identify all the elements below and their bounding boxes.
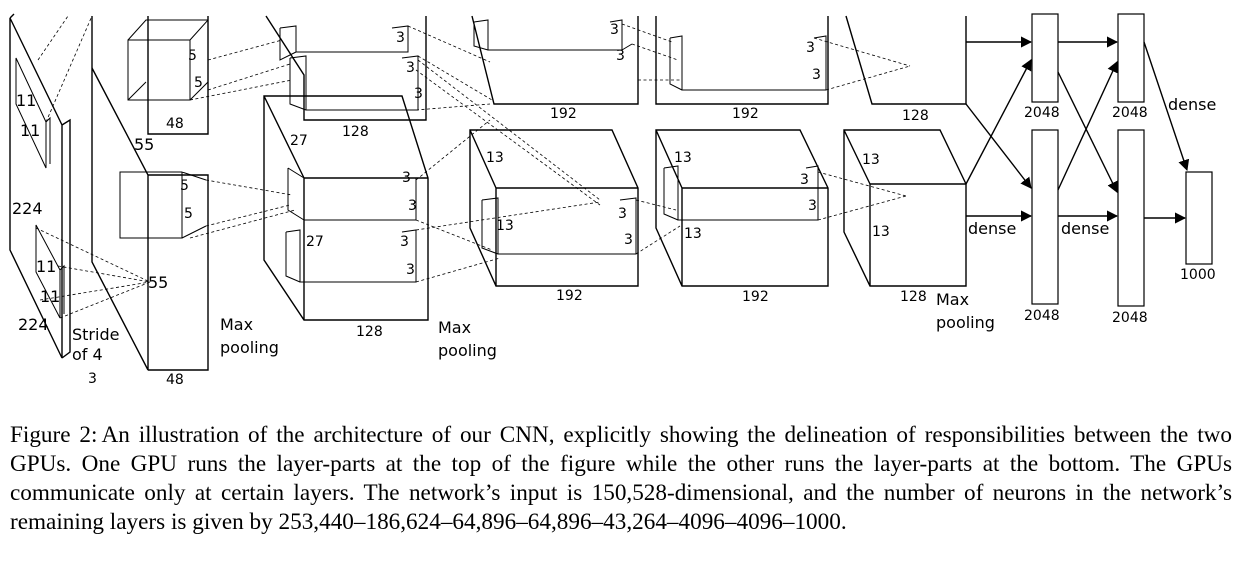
stride-label-line2: of 4 (72, 345, 103, 364)
conv3-dashed-connections (621, 23, 681, 255)
conv1-top-kernel-b: 5 (194, 75, 203, 91)
maxpool2-label-line1: Max (438, 318, 471, 337)
input-width-label: 224 (18, 315, 49, 334)
input-kernel-label-b: 11 (20, 121, 40, 140)
conv4-bottom-kernel-b: 3 (808, 198, 817, 214)
dense-label-a: dense (968, 219, 1016, 238)
conv2-size-label-b: 27 (306, 234, 324, 250)
maxpool3-label-line1: Max (936, 290, 969, 309)
conv1-size-label-b: 55 (148, 273, 168, 292)
conv2-dashed-connections (407, 25, 601, 283)
conv2-top-kernel-c: 3 (414, 86, 423, 102)
conv4-size-label-a: 13 (674, 150, 692, 166)
fc1-bottom-size: 2048 (1024, 308, 1060, 324)
fc1-top-box (1031, 13, 1059, 103)
conv2-bottom-kernel-a: 3 (402, 170, 411, 186)
conv1-bottom-kernel-a: 5 (180, 178, 189, 194)
fc2-top-size: 2048 (1112, 105, 1148, 121)
fc2-bottom-box (1117, 129, 1145, 307)
fc-layers (1031, 13, 1213, 307)
conv1-bottom-depth: 48 (166, 372, 184, 388)
maxpool1-label-line1: Max (220, 315, 253, 334)
conv2-layer (263, 15, 429, 321)
conv3-size-label-a: 13 (486, 150, 504, 166)
input-height-label: 224 (12, 199, 43, 218)
dense-label-c: dense (1168, 95, 1216, 114)
conv5-size-label-b: 13 (872, 224, 890, 240)
input-depth-label: 3 (88, 371, 97, 387)
conv1-size-label-a: 55 (134, 135, 154, 154)
dense-label-b: dense (1061, 219, 1109, 238)
input-dashed-connections (35, 15, 151, 319)
conv1-layer (91, 16, 209, 371)
conv3-bottom-depth: 192 (556, 288, 583, 304)
output-box (1185, 171, 1213, 265)
conv1-bottom-kernel-b: 5 (184, 206, 193, 222)
conv4-size-label-b: 13 (684, 226, 702, 242)
conv4-bottom-depth: 192 (742, 289, 769, 305)
fc2-bottom-size: 2048 (1112, 310, 1148, 326)
cnn-architecture-diagram: 224 224 3 11 11 11 11 Stride of 4 5 5 5 … (9, 13, 1216, 388)
input-kernel-label-a: 11 (16, 91, 36, 110)
fc-arrows (965, 36, 1190, 224)
caption-label: Figure 2: (10, 422, 98, 448)
fc1-top-size: 2048 (1024, 105, 1060, 121)
conv4-top-kernel-b: 3 (812, 67, 821, 83)
stride-label-line1: Stride (72, 325, 119, 344)
maxpool2-label-line2: pooling (438, 341, 497, 360)
output-size: 1000 (1180, 267, 1216, 283)
conv3-top-depth: 192 (550, 106, 577, 122)
conv2-top-depth: 128 (342, 124, 369, 140)
conv4-top-kernel-a: 3 (806, 40, 815, 56)
conv2-bottom-kernel-c: 3 (400, 234, 409, 250)
conv3-layer (469, 15, 639, 287)
conv3-size-label-b: 13 (496, 218, 514, 234)
input-kernel-label-c: 11 (36, 257, 56, 276)
input-layer (9, 13, 71, 359)
conv4-dashed-connections (813, 37, 911, 221)
conv2-top-kernel-b: 3 (406, 60, 415, 76)
conv1-top-kernel-a: 5 (188, 48, 197, 64)
figure-caption: Figure 2:An illustration of the architec… (10, 421, 1232, 537)
conv2-bottom-kernel-d: 3 (406, 262, 415, 278)
maxpool1-label-line2: pooling (220, 338, 279, 357)
conv1-dashed-connections (189, 39, 296, 239)
conv3-bottom-kernel-a: 3 (618, 206, 627, 222)
maxpool3-label-line2: pooling (936, 313, 995, 332)
conv5-top-depth: 128 (902, 108, 929, 124)
fc1-bottom-box (1031, 129, 1059, 305)
conv5-layer (843, 15, 967, 287)
conv2-top-kernel-a: 3 (396, 30, 405, 46)
fc2-top-box (1117, 13, 1145, 103)
conv3-top-kernel-a: 3 (610, 22, 619, 38)
conv5-size-label-a: 13 (862, 152, 880, 168)
input-kernel-label-d: 11 (40, 287, 60, 306)
conv4-top-depth: 192 (732, 106, 759, 122)
caption-text: An illustration of the architecture of o… (10, 422, 1233, 535)
conv2-size-label-a: 27 (290, 133, 308, 149)
conv5-bottom-depth: 128 (900, 289, 927, 305)
conv4-layer (655, 16, 829, 287)
conv2-bottom-depth: 128 (356, 324, 383, 340)
diagram-labels: 224 224 3 11 11 11 11 Stride of 4 5 5 5 … (12, 22, 1216, 388)
conv4-bottom-kernel-a: 3 (800, 172, 809, 188)
conv3-top-kernel-b: 3 (616, 48, 625, 64)
conv3-bottom-kernel-b: 3 (624, 232, 633, 248)
conv2-bottom-kernel-b: 3 (408, 198, 417, 214)
conv1-top-depth: 48 (166, 116, 184, 132)
